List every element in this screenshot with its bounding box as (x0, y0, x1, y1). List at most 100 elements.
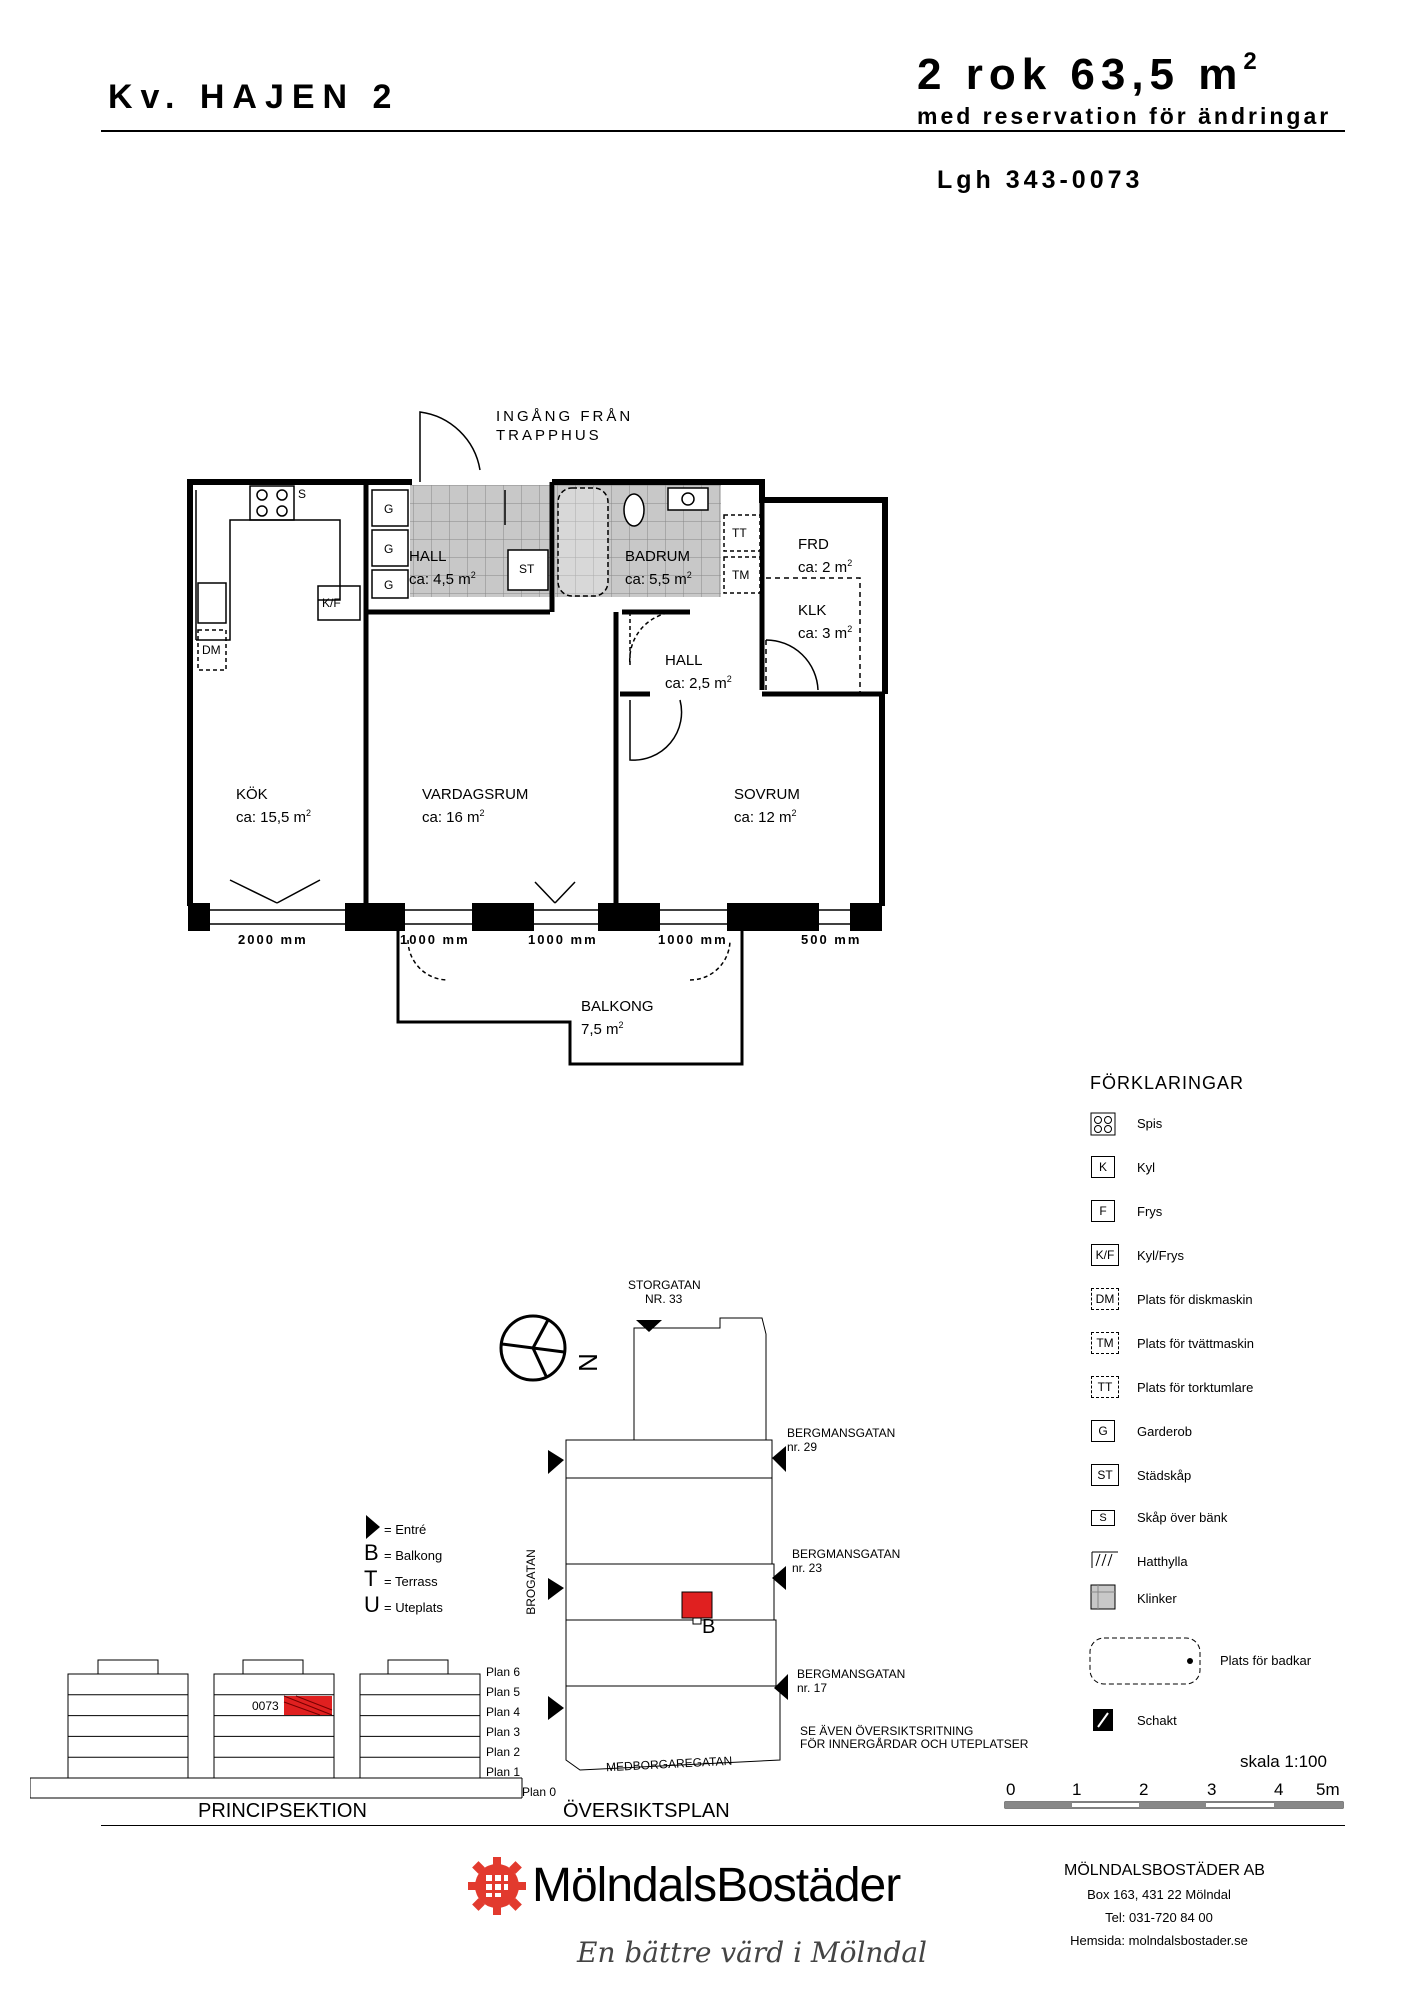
floor-plan-5: Plan 5 (486, 1685, 521, 1699)
scale-bar (1004, 1801, 1344, 1809)
section-title: PRINCIPSEKTION (198, 1800, 367, 1822)
shaft-icon (1092, 1708, 1114, 1737)
legend-label-st: Städskåp (1137, 1468, 1192, 1483)
overview-note-1: SE ÄVEN ÖVERSIKTSRITNING (800, 1724, 974, 1738)
wardrobes (371, 489, 549, 599)
footer-rule (101, 1825, 1345, 1826)
legend-label-kyl: Kyl (1137, 1160, 1156, 1175)
overview-note-2: FÖR INNERGÅRDAR OCH UTEPLATSER (800, 1737, 1029, 1751)
symbol-u: U (364, 1592, 380, 1617)
scale-label: skala 1:100 (1240, 1752, 1327, 1771)
legend-key-tm: TM (1091, 1332, 1119, 1354)
symbol-label-terrass: = Terrass (384, 1574, 438, 1589)
section-unit-label: 0073 (252, 1699, 279, 1713)
legend-label-hatthylla: Hatthylla (1137, 1554, 1188, 1569)
legend-key-s: S (1091, 1510, 1115, 1526)
legend-label-schakt: Schakt (1137, 1713, 1177, 1728)
balcony-outline (396, 931, 744, 1066)
floor-plan-1: Plan 1 (486, 1765, 521, 1779)
company-address: Box 163, 431 22 Mölndal (1087, 1887, 1231, 1902)
legend-key-dm: DM (1091, 1288, 1119, 1310)
tag-tm: TM (732, 568, 750, 582)
dim-bedroom-window-2: 500 mm (801, 932, 862, 947)
floor-plan-4: Plan 4 (486, 1705, 521, 1719)
legend-key-frys: F (1091, 1200, 1115, 1222)
hat-shelf-icon (1090, 1548, 1120, 1577)
dim-bedroom-window-1: 1000 mm (658, 932, 728, 947)
floor-plan (187, 411, 888, 1066)
tag-g-3: G (384, 578, 394, 592)
bergmansgatan-17-label-2: nr. 17 (797, 1681, 828, 1695)
legend-key-kyl: K (1091, 1156, 1115, 1178)
bergmansgatan-23-label-2: nr. 23 (792, 1561, 823, 1575)
symbol-label-uteplats: = Uteplats (384, 1600, 443, 1615)
scale-tick-1: 1 (1072, 1780, 1082, 1799)
tag-g-1: G (384, 502, 394, 516)
windows (210, 909, 850, 925)
bergmansgatan-29-label-1: BERGMANSGATAN (787, 1426, 896, 1440)
entrance-symbol-icon (364, 1514, 382, 1545)
scale-tick-4: 4 (1274, 1780, 1284, 1799)
legend-label-tm: Plats för tvättmaskin (1137, 1336, 1255, 1351)
scale-tick-2: 2 (1139, 1780, 1149, 1799)
legend-label-g: Garderob (1137, 1424, 1192, 1439)
symbol-t: T (364, 1566, 378, 1591)
closet-dashes (765, 577, 861, 694)
legend-key-kylfrys: K/F (1091, 1244, 1119, 1266)
entrance-label-1: INGÅNG FRÅN (496, 408, 634, 425)
floor-plan-2: Plan 2 (486, 1745, 521, 1759)
legend-label-spis: Spis (1137, 1116, 1163, 1131)
legend-key-tt: TT (1091, 1376, 1119, 1398)
legend-label-klinker: Klinker (1137, 1591, 1177, 1606)
storgatan-label-2: NR. 33 (645, 1292, 683, 1306)
overview-title: ÖVERSIKTSPLAN (563, 1800, 730, 1822)
legend-label-badkar: Plats för badkar (1220, 1653, 1312, 1668)
legend-label-s: Skåp över bänk (1137, 1510, 1228, 1525)
storgatan-label-1: STORGATAN (628, 1278, 701, 1292)
scale-tick-3: 3 (1207, 1780, 1217, 1799)
bathtub-icon (1088, 1636, 1204, 1691)
balcony-doors (407, 939, 731, 981)
bergmansgatan-17-label-1: BERGMANSGATAN (797, 1667, 906, 1681)
entrance-label-2: TRAPPHUS (496, 427, 602, 444)
tile-icon (1090, 1584, 1116, 1615)
tag-dm: DM (202, 643, 221, 657)
legend-label-tt: Plats för torktumlare (1137, 1380, 1254, 1395)
reservation-note: med reservation för ändringar (917, 103, 1332, 129)
symbol-label-balkong: = Balkong (384, 1548, 443, 1563)
legend-label-kylfrys: Kyl/Frys (1137, 1248, 1184, 1263)
tag-s: S (298, 487, 307, 501)
tag-st: ST (519, 562, 535, 576)
dim-kitchen-window: 2000 mm (238, 932, 308, 947)
brand-name: MölndalsBostäder (532, 1859, 901, 1912)
apartment-size: 2 rok 63,5 m2 (917, 48, 1263, 99)
bergmansgatan-29-label-2: nr. 29 (787, 1440, 818, 1454)
stove-icon (1090, 1112, 1116, 1141)
kitchen-counter (195, 485, 361, 671)
legend-key-st: ST (1091, 1464, 1119, 1486)
scale-tick-0: 0 (1006, 1780, 1016, 1799)
scale-tick-5: 5m (1316, 1780, 1340, 1799)
tag-tt: TT (732, 526, 747, 540)
symbol-label-entre: = Entré (384, 1522, 427, 1537)
interior-walls (363, 482, 885, 906)
facade-piers (188, 903, 882, 931)
section-drawing (30, 1659, 523, 1799)
floor-plan-0: Plan 0 (522, 1785, 557, 1799)
company-name: MÖLNDALSBOSTÄDER AB (1064, 1862, 1265, 1879)
overview-map (499, 1314, 788, 1771)
floor-plan-6: Plan 6 (486, 1665, 521, 1679)
tag-kf: K/F (322, 596, 341, 610)
brogatan-label: BROGATAN (523, 1549, 538, 1615)
company-website[interactable]: Hemsida: molndalsbostader.se (1070, 1933, 1248, 1948)
dim-living-window-1: 1000 mm (400, 932, 470, 947)
logo-icon (468, 1857, 526, 1915)
